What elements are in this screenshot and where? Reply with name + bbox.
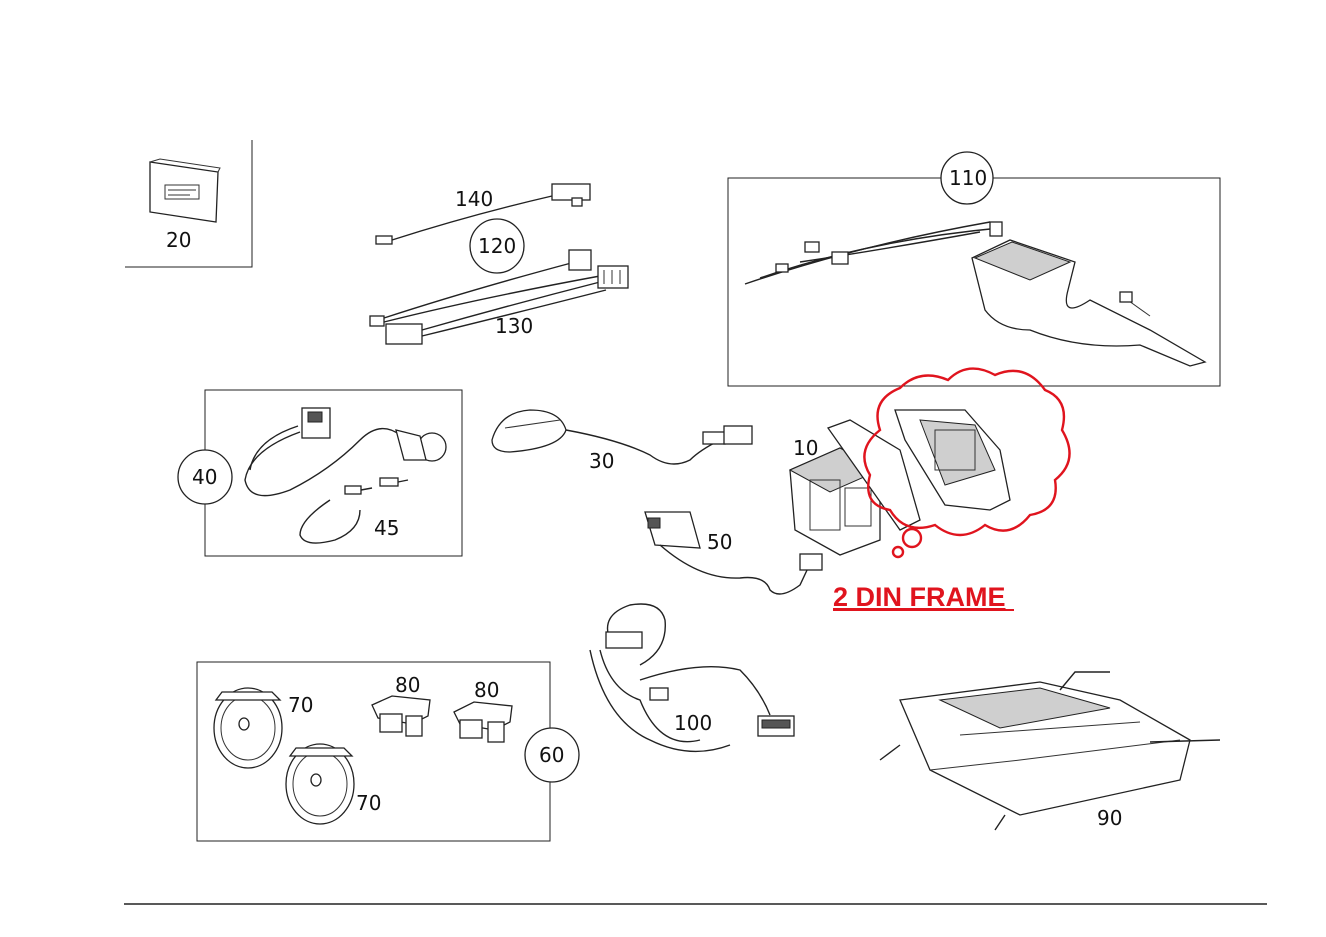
label-10: 10: [793, 436, 818, 460]
marker-40-circle: [177, 449, 233, 505]
module-50: [644, 511, 823, 595]
speaker-kit-60: [196, 661, 551, 842]
label-140: 140: [455, 187, 493, 211]
label-100: 100: [674, 711, 712, 735]
din-frame-illustration: [894, 409, 1011, 511]
din-frame-label: 2 DIN FRAME: [833, 582, 1006, 612]
label-30: 30: [589, 449, 614, 473]
marker-110-circle: [940, 151, 994, 205]
label-40: 40: [192, 465, 217, 489]
label-70b: 70: [356, 791, 381, 815]
label-110: 110: [949, 166, 987, 190]
label-80a: 80: [395, 673, 420, 697]
navigation-module-110: [727, 177, 1221, 387]
label-20: 20: [166, 228, 191, 252]
label-70a: 70: [288, 693, 313, 717]
speaker-70b: [285, 743, 355, 825]
speaker-70a: [213, 687, 283, 769]
tweeter-80b: [453, 701, 513, 743]
marker-60-circle: [524, 727, 580, 783]
thought-cloud: [863, 367, 1071, 559]
marker-120-circle: [469, 218, 525, 274]
label-80b: 80: [474, 678, 499, 702]
label-120: 120: [478, 234, 516, 258]
din-frame-callout: 2 DIN FRAME: [833, 582, 1014, 612]
label-130: 130: [495, 314, 533, 338]
label-90: 90: [1097, 806, 1122, 830]
harness-100: [589, 603, 795, 753]
head-unit-10: [788, 419, 921, 556]
harness-130: [369, 249, 629, 345]
label-60: 60: [539, 743, 564, 767]
gps-antenna-40: [204, 389, 463, 557]
label-50: 50: [707, 530, 732, 554]
label-45: 45: [374, 516, 399, 540]
manual-booklet: [125, 140, 253, 268]
amplifier-90: [879, 671, 1221, 831]
harness-140: [375, 183, 591, 245]
tweeter-80a: [371, 695, 431, 737]
microphone-30: [491, 409, 753, 465]
